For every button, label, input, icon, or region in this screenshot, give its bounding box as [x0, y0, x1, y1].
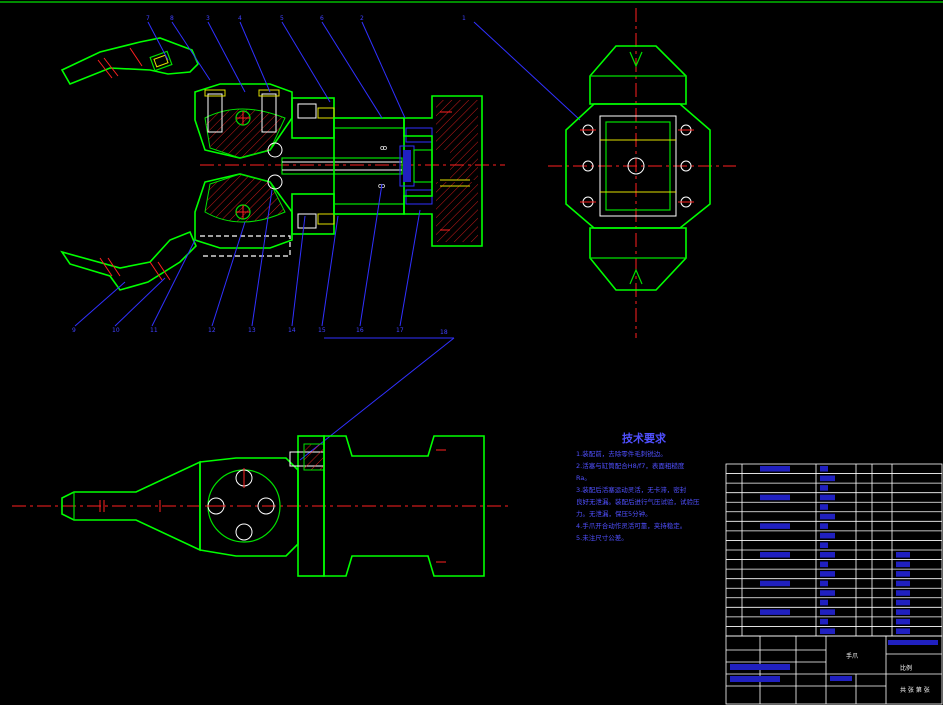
lower-jaw — [194, 173, 293, 249]
parts-list-cell — [820, 532, 835, 539]
parts-list-cell — [820, 466, 828, 472]
parts-list-cell — [896, 580, 910, 587]
part-label-17: 17 — [396, 327, 404, 334]
parts-list-cell — [820, 599, 828, 606]
parts-list-cell — [896, 628, 910, 634]
side-body — [565, 103, 711, 229]
parts-list-cell — [760, 552, 790, 558]
parts-list-cell — [820, 580, 828, 587]
rear-cap — [403, 95, 483, 247]
tech-line: 3.装配后活塞运动灵活，无卡滞，密封 — [576, 485, 687, 494]
part-label-1: 1 — [462, 15, 466, 22]
parts-list-cell — [820, 571, 835, 577]
part-label-4: 4 — [238, 15, 242, 22]
parts-list-cell — [820, 513, 835, 520]
part-label-18: 18 — [440, 329, 448, 336]
parts-list-cell — [820, 475, 835, 482]
parts-list-cell — [896, 599, 910, 606]
tech-line: 5.未注尺寸公差。 — [576, 533, 628, 542]
part-label-13: 13 — [248, 327, 256, 334]
main-section-view: ꝏ ꝏ — [60, 15, 581, 336]
part-label-2: 2 — [360, 15, 364, 22]
parts-list-cell — [820, 609, 835, 615]
part-label-15: 15 — [318, 327, 326, 334]
technical-requirements: 技术要求 1.装配前，去除零件毛刺锐边。 2.活塞与缸筒配合H8/f7，表面粗糙… — [576, 431, 700, 542]
parts-list-cell — [820, 561, 828, 568]
parts-list-cell — [820, 523, 828, 529]
part-label-7: 7 — [146, 15, 150, 22]
parts-list-cell — [760, 609, 790, 615]
leaders-top — [147, 21, 581, 121]
piston-rod — [281, 157, 403, 175]
part-label-16: 16 — [356, 327, 364, 334]
parts-list-cell — [760, 523, 790, 529]
lower-finger — [60, 230, 197, 291]
part-label-12: 12 — [208, 327, 216, 334]
top-view — [12, 337, 512, 577]
parts-list-cell — [760, 466, 790, 472]
cylinder-barrel — [333, 117, 405, 215]
parts-list-cell — [896, 590, 910, 596]
parts-list-cell — [760, 494, 790, 501]
parts-list-cell — [896, 552, 910, 558]
part-label-14: 14 — [288, 327, 296, 334]
roller-lower — [267, 174, 283, 190]
parts-list-cell — [820, 542, 828, 548]
tech-line: 2.活塞与缸筒配合H8/f7，表面粗糙度 — [576, 461, 685, 470]
part-label-8: 8 — [170, 15, 174, 22]
parts-list-cell — [896, 609, 910, 615]
title-block: 手爪 比例 共 张 第 张 — [725, 635, 943, 705]
tech-line: 力。无泄漏，保压5分钟。 — [576, 509, 652, 518]
parts-list-cell — [760, 580, 790, 587]
part-label-11: 11 — [150, 327, 158, 334]
part-label-3: 3 — [206, 15, 210, 22]
scale-label: 比例 — [900, 664, 912, 672]
top-view-cylinder — [323, 435, 485, 577]
parts-list-cell — [820, 494, 835, 501]
part-label-5: 5 — [280, 15, 284, 22]
upper-jaw — [194, 83, 293, 159]
tech-line: 良好无泄漏。装配后进行气压试验，试验压 — [576, 497, 700, 506]
part-label-10: 10 — [112, 327, 120, 334]
svg-text:ꝏ: ꝏ — [380, 144, 387, 152]
parts-list-cell — [896, 618, 910, 625]
tech-line: Ra。 — [576, 474, 591, 482]
side-view — [548, 8, 736, 338]
sheet-label: 共 张 第 张 — [900, 686, 930, 694]
parts-list-cell — [820, 504, 828, 510]
parts-list-cell — [820, 552, 835, 558]
parts-list-cell — [896, 561, 910, 568]
part-label-6: 6 — [320, 15, 324, 22]
parts-list-cell — [820, 618, 828, 625]
drawing-name: 手爪 — [846, 652, 858, 660]
tech-line: 1.装配前，去除零件毛刺锐边。 — [576, 449, 667, 458]
tech-requirements-title: 技术要求 — [622, 431, 667, 445]
parts-list-cell — [820, 628, 835, 634]
leaders-bottom — [74, 183, 421, 327]
parts-list-cell — [820, 590, 835, 596]
tech-line: 4.手爪开合动作灵活可靠，夹持稳定。 — [576, 521, 686, 530]
roller-upper — [267, 142, 283, 158]
parts-list-cell — [820, 485, 828, 491]
upper-finger — [60, 37, 199, 86]
part-label-9: 9 — [72, 327, 76, 334]
parts-list-cell — [896, 571, 910, 577]
parts-list-table — [725, 463, 943, 637]
